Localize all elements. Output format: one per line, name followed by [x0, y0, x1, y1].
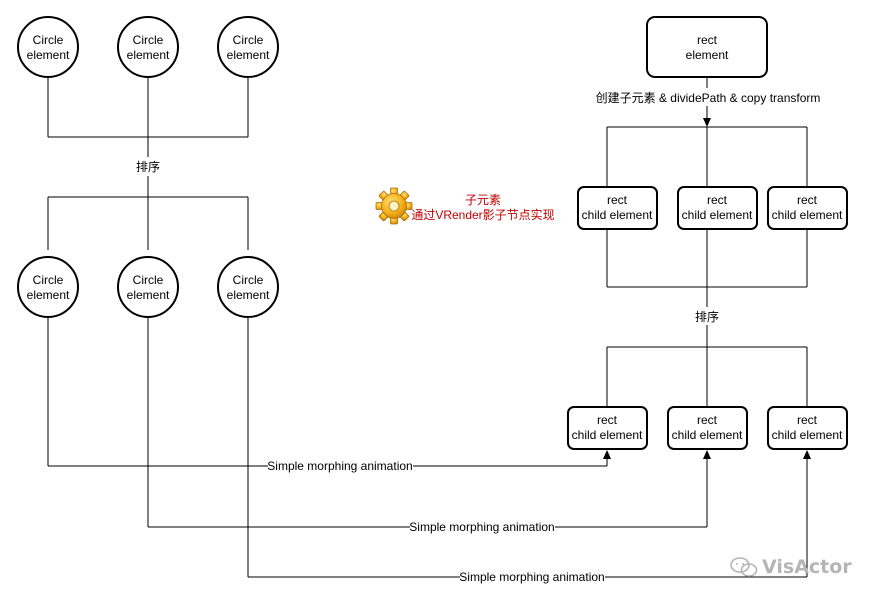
morph-label-2: Simple morphing animation	[409, 520, 554, 534]
rect-parent-node: rect element	[646, 16, 768, 78]
child-rect-label: rect	[597, 413, 618, 427]
circle-node-label: Circle	[33, 33, 64, 47]
rect-parent-label: element	[686, 48, 729, 62]
circle-node-label: element	[127, 48, 170, 62]
child-rect-bottom-2: rect child element	[667, 406, 748, 450]
create-children-label: 创建子元素 & dividePath & copy transform	[596, 91, 821, 105]
left-sort-label: 排序	[136, 159, 160, 174]
watermark-text: VisActor	[762, 556, 852, 578]
circle-node-label: Circle	[233, 33, 264, 47]
morph-label-1: Simple morphing animation	[267, 459, 412, 473]
circle-node-label: element	[227, 48, 270, 62]
child-rect-label: child element	[572, 428, 643, 442]
gear-icon	[375, 187, 413, 225]
circle-node-top-1: Circle element	[17, 16, 79, 78]
circle-node-label: Circle	[233, 273, 264, 287]
child-rect-top-3: rect child element	[767, 186, 848, 230]
rect-parent-label: rect	[697, 33, 718, 47]
morph-connector-1	[47, 317, 611, 467]
child-rect-label: child element	[682, 208, 753, 222]
circle-node-label: Circle	[133, 33, 164, 47]
child-rect-label: child element	[672, 428, 743, 442]
circle-node-label: element	[27, 48, 70, 62]
circle-node-bottom-1: Circle element	[17, 256, 79, 318]
child-rect-label: child element	[582, 208, 653, 222]
circle-node-label: Circle	[33, 273, 64, 287]
circle-node-label: element	[227, 288, 270, 302]
child-rect-label: rect	[607, 193, 628, 207]
circle-node-bottom-2: Circle element	[117, 256, 179, 318]
circle-node-top-2: Circle element	[117, 16, 179, 78]
child-rect-label: child element	[772, 428, 843, 442]
right-sort-label: 排序	[695, 309, 719, 324]
circle-node-label: Circle	[133, 273, 164, 287]
child-rect-label: rect	[697, 413, 718, 427]
child-rect-top-2: rect child element	[677, 186, 758, 230]
wechat-icon	[730, 557, 758, 577]
circle-node-top-3: Circle element	[217, 16, 279, 78]
child-rect-bottom-3: rect child element	[767, 406, 848, 450]
child-rect-label: rect	[797, 193, 818, 207]
child-rect-label: rect	[797, 413, 818, 427]
left-connectors	[47, 70, 249, 250]
circle-node-bottom-3: Circle element	[217, 256, 279, 318]
note-line-2: 通过VRender影子节点实现	[411, 207, 554, 222]
morph-connector-2	[147, 317, 711, 528]
child-rect-label: child element	[772, 208, 843, 222]
right-connectors-top	[606, 78, 808, 407]
morph-connector-3	[247, 317, 811, 578]
child-rect-top-1: rect child element	[577, 186, 658, 230]
morph-label-3: Simple morphing animation	[459, 570, 604, 584]
note-line-1: 子元素	[465, 193, 501, 207]
circle-node-label: element	[27, 288, 70, 302]
child-rect-bottom-1: rect child element	[567, 406, 648, 450]
child-rect-label: rect	[707, 193, 728, 207]
circle-node-label: element	[127, 288, 170, 302]
